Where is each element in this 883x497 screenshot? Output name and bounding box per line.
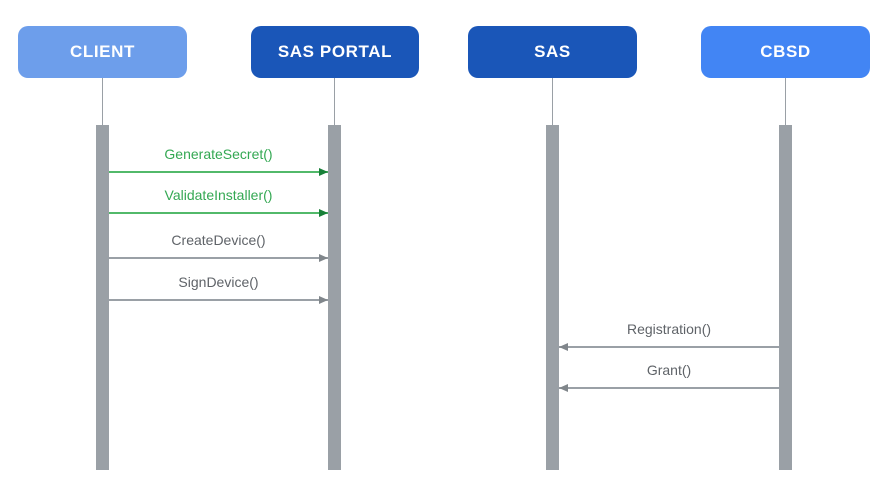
- message-arrow: [109, 168, 328, 176]
- actor-label-sas: SAS: [534, 42, 571, 61]
- actor-box-sas: SAS: [468, 26, 637, 78]
- activation-bar-sas: [546, 125, 559, 470]
- message-label: CreateDevice(): [171, 232, 266, 248]
- message-registration: Registration(): [559, 320, 779, 351]
- message-sign-device: SignDevice(): [109, 273, 328, 304]
- arrow-right-icon: [319, 209, 328, 217]
- actor-box-client: CLIENT: [18, 26, 187, 78]
- message-grant: Grant(): [559, 361, 779, 392]
- lifeline-sas-portal: [334, 78, 335, 125]
- activation-bar-sas-portal: [328, 125, 341, 470]
- message-arrow: [109, 209, 328, 217]
- message-label: Grant(): [646, 362, 692, 378]
- lifeline-client: [102, 78, 103, 125]
- message-create-device: CreateDevice(): [109, 231, 328, 262]
- activation-bar-client: [96, 125, 109, 470]
- arrow-right-icon: [319, 168, 328, 176]
- message-label: SignDevice(): [178, 274, 259, 290]
- lifeline-cbsd: [785, 78, 786, 125]
- lifeline-sas: [552, 78, 553, 125]
- message-arrow: [109, 254, 328, 262]
- actor-label-cbsd: CBSD: [760, 42, 811, 61]
- actor-box-cbsd: CBSD: [701, 26, 870, 78]
- message-label: GenerateSecret(): [164, 146, 273, 162]
- message-arrow: [559, 343, 779, 351]
- actor-box-sas-portal: SAS PORTAL: [251, 26, 419, 78]
- actor-label-sas-portal: SAS PORTAL: [277, 42, 393, 61]
- activation-bar-cbsd: [779, 125, 792, 470]
- arrow-left-icon: [559, 384, 568, 392]
- arrow-right-icon: [319, 296, 328, 304]
- message-label: Registration(): [626, 321, 712, 337]
- message-arrow: [109, 296, 328, 304]
- message-generate-secret: GenerateSecret(): [109, 145, 328, 176]
- arrow-left-icon: [559, 343, 568, 351]
- message-label: ValidateInstaller(): [164, 187, 273, 203]
- actor-label-client: CLIENT: [70, 42, 135, 61]
- arrow-right-icon: [319, 254, 328, 262]
- message-arrow: [559, 384, 779, 392]
- message-validate-installer: ValidateInstaller(): [109, 186, 328, 217]
